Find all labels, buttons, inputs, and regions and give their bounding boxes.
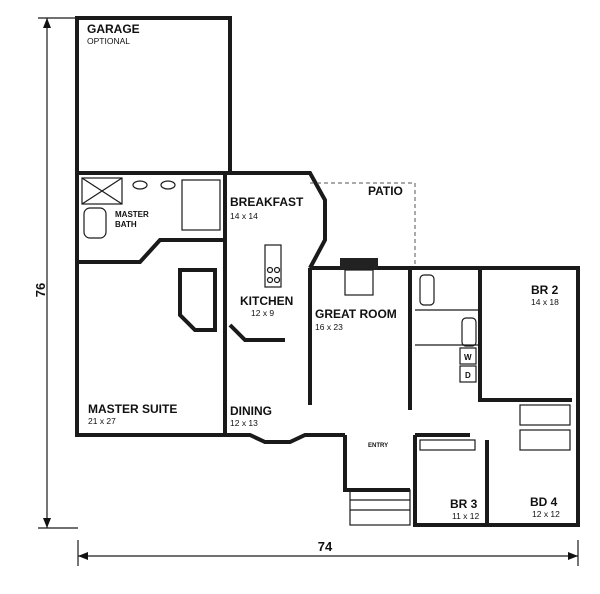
br3-label: BR 3 <box>450 497 478 511</box>
width-dimension-label: 74 <box>318 539 333 554</box>
dining-size: 12 x 13 <box>230 418 258 428</box>
depth-dimension-label: 76 <box>33 283 48 297</box>
washer-label: W <box>464 353 472 362</box>
patio-label: PATIO <box>368 184 403 198</box>
width-dimension-line <box>77 540 579 566</box>
br3-size: 11 x 12 <box>452 511 480 521</box>
master-bath-label-1: MASTER <box>115 210 149 219</box>
dining-bay <box>225 433 345 444</box>
closet <box>519 429 571 451</box>
kitchen-island <box>264 244 282 288</box>
garage-note: OPTIONAL <box>87 36 130 46</box>
pantry <box>178 268 217 332</box>
closet <box>419 439 476 451</box>
shower <box>81 177 123 205</box>
bd4-size: 12 x 12 <box>532 509 560 519</box>
dryer-label: D <box>465 371 471 380</box>
dryer <box>459 365 477 383</box>
bathtub <box>419 274 435 306</box>
br2-size: 14 x 18 <box>531 297 559 307</box>
washer <box>459 347 477 365</box>
master-suite-size: 21 x 27 <box>88 416 116 426</box>
garage-walls <box>75 16 232 175</box>
garage-label: GARAGE <box>87 22 140 36</box>
fireplace <box>340 258 378 270</box>
closet <box>519 404 571 426</box>
breakfast-size: 14 x 14 <box>230 211 258 221</box>
great-room-walls <box>310 266 412 410</box>
bathtub <box>83 207 107 239</box>
great-room-size: 16 x 23 <box>315 322 343 332</box>
master-suite-label: MASTER SUITE <box>88 402 177 416</box>
bathtub <box>461 317 477 347</box>
kitchen-label: KITCHEN <box>240 294 293 308</box>
bedroom-wing-walls <box>410 266 580 527</box>
kitchen-size: 12 x 9 <box>251 308 274 318</box>
closet <box>181 179 221 231</box>
great-room-label: GREAT ROOM <box>315 307 397 321</box>
br2-label: BR 2 <box>531 283 559 297</box>
entry-label: ENTRY <box>368 443 388 449</box>
bd4-label: BD 4 <box>530 495 558 509</box>
master-bath-label-2: BATH <box>115 220 137 229</box>
patio-outline <box>310 182 416 268</box>
dining-label: DINING <box>230 404 272 418</box>
master-wing-walls <box>75 173 227 437</box>
breakfast-walls <box>225 171 327 269</box>
depth-dimension-line <box>38 17 78 529</box>
breakfast-label: BREAKFAST <box>230 195 304 209</box>
front-steps <box>349 489 411 526</box>
